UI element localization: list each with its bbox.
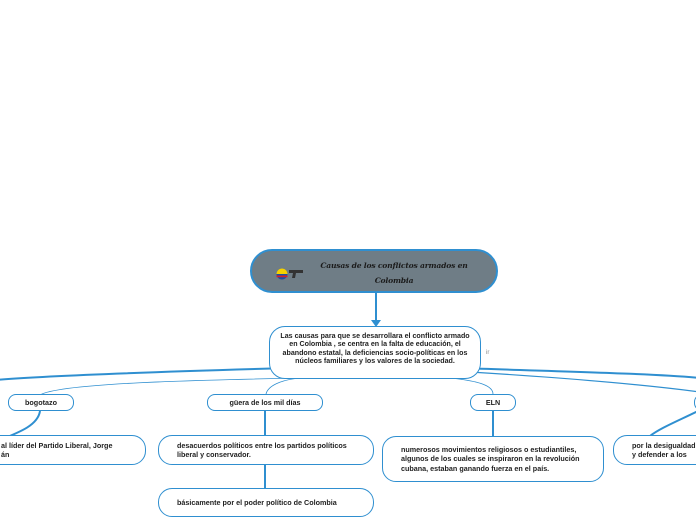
child-text: desacuerdos políticos entre los partidos… xyxy=(177,440,347,459)
root-title: Causas de los conflictos armados en Colo… xyxy=(320,261,468,285)
child-text: básicamente por el poder político de Col… xyxy=(177,497,337,507)
branch-bogotazo[interactable]: bogotazo xyxy=(8,394,74,411)
child-bogotazo[interactable]: al líder del Partido Liberal, Jorge án xyxy=(0,435,146,465)
connector-central-eln xyxy=(449,377,494,395)
central-topic[interactable]: Las causas para que se desarrollara el c… xyxy=(269,326,481,379)
branch-label: bogotazo xyxy=(25,397,57,407)
child-text: numerosos movimientos religiosos o estud… xyxy=(401,445,580,473)
child-eln[interactable]: numerosos movimientos religiosos o estud… xyxy=(382,436,604,482)
branch-label: güera de los mil días xyxy=(229,397,301,407)
connector-central-left-edge xyxy=(0,367,291,381)
child-text: por la desigualdad y defender a los xyxy=(632,440,696,459)
connector-central-bogotazo xyxy=(39,377,301,396)
connector-central-guerra xyxy=(265,377,301,395)
arrowhead xyxy=(371,320,381,327)
branch-guerra-mil-dias[interactable]: güera de los mil días xyxy=(207,394,323,411)
root-topic[interactable]: Causas de los conflictos armados en Colo… xyxy=(250,249,498,293)
branch-eln[interactable]: ELN xyxy=(470,394,516,411)
child-right-edge[interactable]: por la desigualdad y defender a los xyxy=(613,435,696,465)
gun-icon xyxy=(289,270,303,278)
child-text: al líder del Partido Liberal, Jorge án xyxy=(1,440,113,459)
central-text: Las causas para que se desarrollara el c… xyxy=(280,332,470,366)
connector-right-edge-2 xyxy=(469,371,696,393)
connector-right-child xyxy=(649,410,696,437)
connector-central-right-edge xyxy=(459,367,696,379)
branch-label: ELN xyxy=(485,397,501,407)
child-guerra-1[interactable]: desacuerdos políticos entre los partidos… xyxy=(158,435,374,465)
floating-label: ir xyxy=(486,350,490,356)
colombia-flag-icon xyxy=(276,268,288,280)
child-guerra-2[interactable]: básicamente por el poder político de Col… xyxy=(158,488,374,517)
